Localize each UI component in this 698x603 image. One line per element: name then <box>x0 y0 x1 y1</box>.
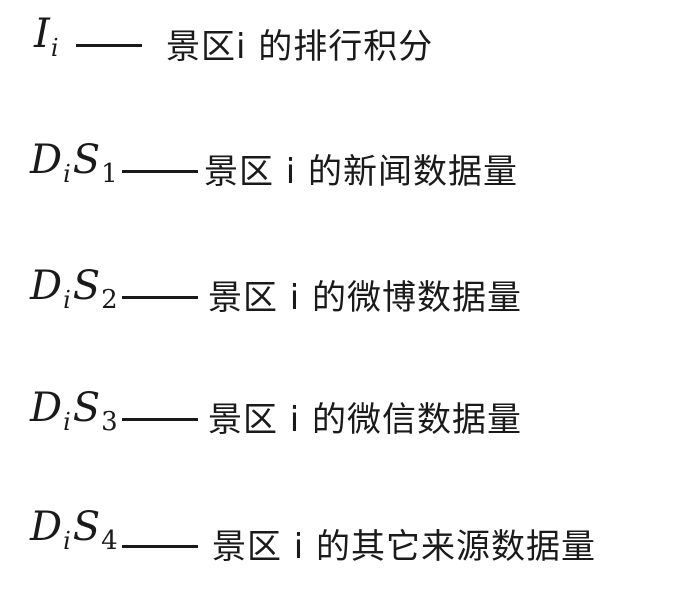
definition-dash <box>122 418 198 421</box>
definition-text: 景区 i 的微博数据量 <box>208 278 523 318</box>
symbol-subscript-2: 2 <box>101 285 118 315</box>
symbol-di-s2: DiS2 <box>30 263 118 313</box>
symbol-subscript-2: 4 <box>101 526 118 556</box>
definition-text: 景区 i 的其它来源数据量 <box>212 527 597 567</box>
definition-dash <box>122 170 198 173</box>
definition-text: 景区 i 的新闻数据量 <box>204 152 519 192</box>
symbol-main: D <box>30 263 63 309</box>
definition-text: 景区i 的排行积分 <box>166 27 434 67</box>
symbol-di-s3: DiS3 <box>30 385 118 435</box>
symbol-di-s4: DiS4 <box>30 504 118 554</box>
symbol-main-2: S <box>72 385 101 431</box>
symbol-subscript: i <box>63 160 71 188</box>
symbol-main: D <box>30 137 63 183</box>
symbol-main: I <box>34 11 50 57</box>
symbol-main: D <box>30 385 63 431</box>
symbol-subscript: i <box>63 527 71 555</box>
symbol-subscript-2: 1 <box>101 159 118 189</box>
symbol-di-s1: DiS1 <box>30 137 118 187</box>
definition-dash <box>122 545 198 548</box>
symbol-subscript: i <box>63 286 71 314</box>
symbol-subscript: i <box>50 34 59 62</box>
definition-dash <box>122 296 198 299</box>
symbol-main-2: S <box>72 263 101 309</box>
definition-dash <box>76 44 142 47</box>
symbol-subscript-2: 3 <box>101 407 118 437</box>
symbol-main-2: S <box>72 137 101 183</box>
symbol-subscript: i <box>63 408 71 436</box>
symbol-main-2: S <box>72 504 101 550</box>
definition-text: 景区 i 的微信数据量 <box>208 400 523 440</box>
symbol-main: D <box>30 504 63 550</box>
symbol-i-i: Ii <box>34 11 59 60</box>
